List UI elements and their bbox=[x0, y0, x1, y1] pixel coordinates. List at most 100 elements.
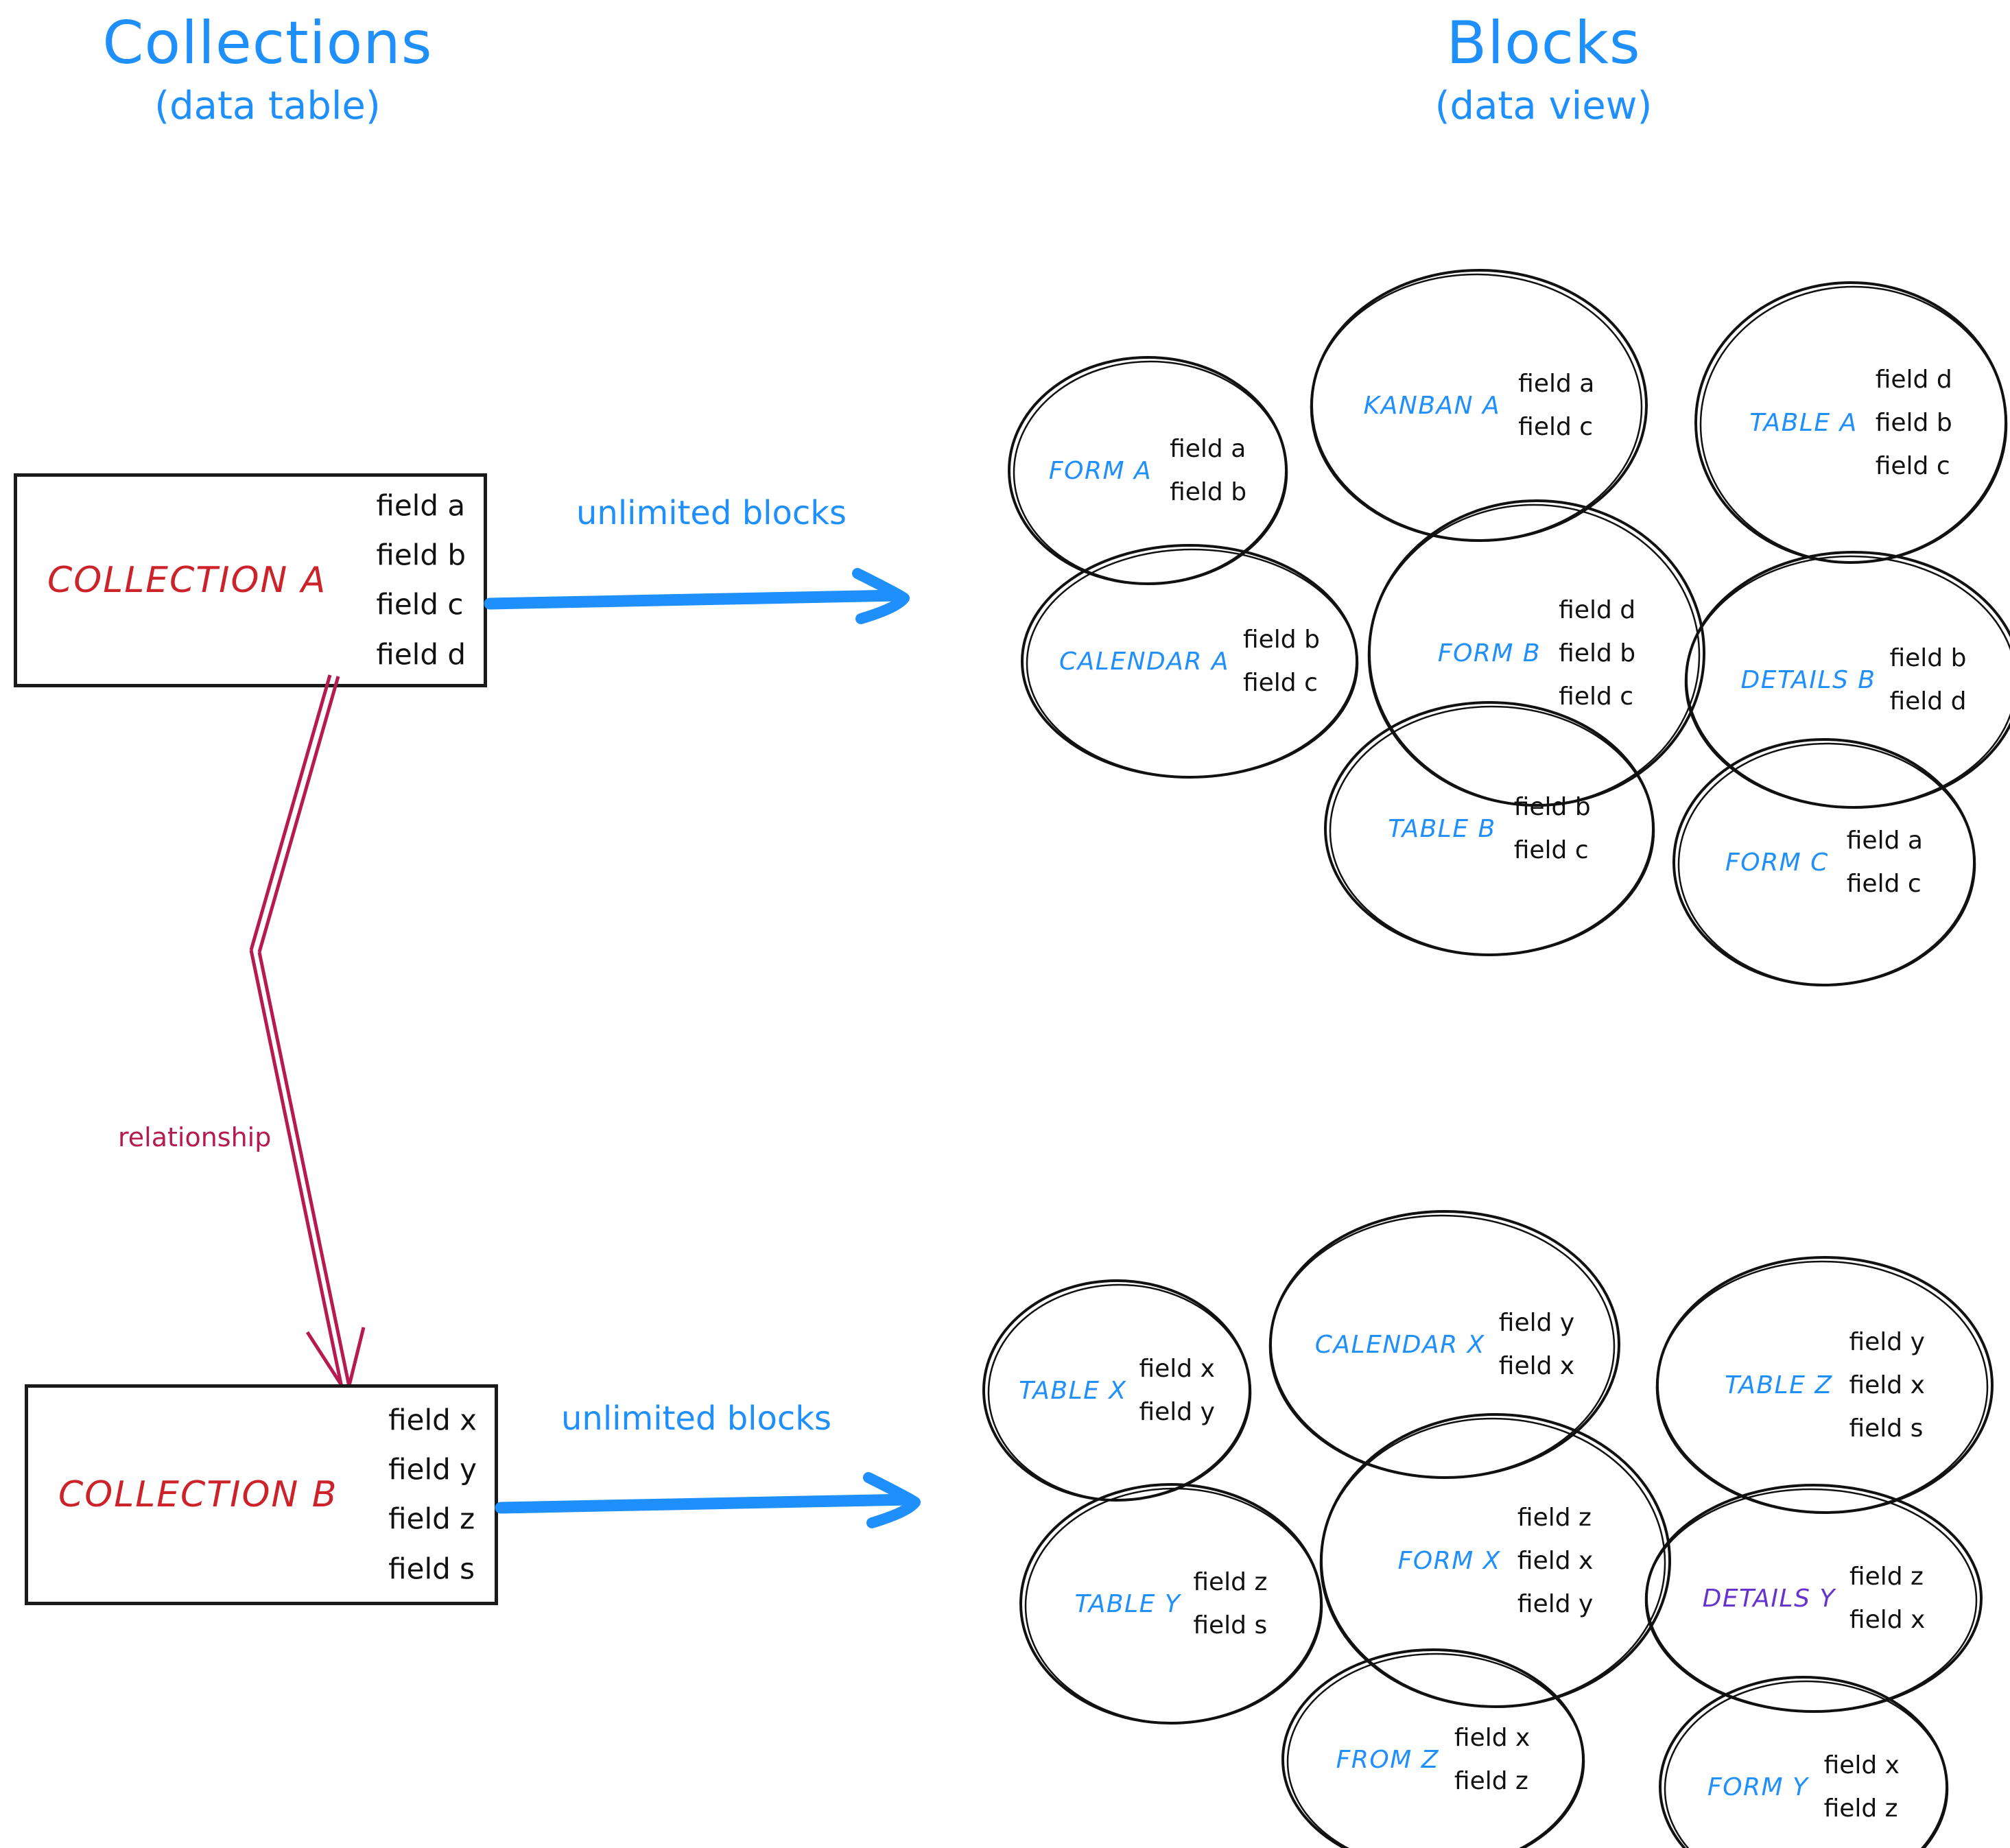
block-label: TABLE B bbox=[1388, 814, 1496, 843]
collection-b-name: COLLECTION B bbox=[58, 1474, 338, 1515]
ellipse-outline bbox=[1659, 1676, 1949, 1848]
block-field: field b bbox=[1242, 626, 1320, 654]
collection-a-field: field d bbox=[376, 637, 466, 672]
ellipse-outline bbox=[982, 1279, 1252, 1502]
blocks-subtitle: (data view) bbox=[1434, 84, 1653, 129]
collection-a-box[interactable]: COLLECTION A field a field b field c fie… bbox=[14, 473, 487, 687]
block-fields: field x field z bbox=[1824, 1744, 1900, 1830]
block-fields: field z field x bbox=[1849, 1555, 1925, 1642]
ellipse-outline bbox=[1319, 1413, 1671, 1708]
block-field: field x bbox=[1849, 1371, 1925, 1399]
block-label: FORM X bbox=[1397, 1546, 1501, 1575]
block-label: TABLE A bbox=[1749, 408, 1858, 437]
collection-b-field: field z bbox=[388, 1502, 475, 1536]
block-fields: field z field s bbox=[1193, 1561, 1267, 1647]
block-fields: field b field c bbox=[1514, 785, 1591, 872]
block-field: field c bbox=[1559, 682, 1634, 711]
ellipse-outline bbox=[1694, 281, 2008, 564]
block-field: field z bbox=[1193, 1568, 1268, 1596]
ellipse-outline bbox=[1655, 1256, 1994, 1514]
block-fields: field d field b field c bbox=[1559, 589, 1635, 718]
block-field: field b bbox=[1889, 644, 1967, 672]
collection-b-fields: field x field y field z field s bbox=[388, 1396, 477, 1594]
block-fields: field z field x field y bbox=[1517, 1496, 1593, 1626]
block-field: field c bbox=[1242, 669, 1318, 697]
block-fields: field x field z bbox=[1454, 1716, 1530, 1803]
block-table-y[interactable]: TABLE Y field z field s bbox=[1017, 1480, 1325, 1727]
ellipse-outline bbox=[1672, 738, 1976, 986]
block-field: field s bbox=[1849, 1414, 1924, 1443]
block-fields: field b field d bbox=[1889, 637, 1966, 723]
block-kanban-a[interactable]: KANBAN A field a field c bbox=[1308, 266, 1651, 545]
block-from-z[interactable]: FROM Z field x field z bbox=[1279, 1646, 1587, 1848]
block-form-a[interactable]: FORM A field a field b bbox=[1006, 354, 1290, 587]
collection-b-field: field x bbox=[388, 1403, 477, 1437]
block-details-y[interactable]: DETAILS Y field z field x bbox=[1642, 1482, 1985, 1715]
block-field: field z bbox=[1823, 1794, 1898, 1823]
block-field: field a bbox=[1170, 435, 1246, 463]
block-field: field x bbox=[1849, 1606, 1926, 1634]
block-field: field a bbox=[1846, 827, 1923, 855]
block-label: DETAILS B bbox=[1740, 665, 1876, 694]
ellipse-outline bbox=[1281, 1648, 1585, 1848]
block-field: field b bbox=[1559, 639, 1636, 667]
collection-a-fields: field a field b field c field d bbox=[376, 482, 466, 680]
collection-b-field: field s bbox=[388, 1552, 475, 1586]
block-field: field y bbox=[1517, 1589, 1594, 1618]
ellipse-outline bbox=[1367, 499, 1705, 807]
block-table-b[interactable]: TABLE B field b field c bbox=[1321, 698, 1657, 959]
block-form-x[interactable]: FORM X field z field x field y bbox=[1317, 1410, 1674, 1711]
ellipse-outline bbox=[1324, 701, 1655, 956]
block-label: FROM Z bbox=[1336, 1745, 1439, 1774]
unlimited-blocks-arrow-a bbox=[484, 568, 910, 624]
block-field: field s bbox=[1193, 1611, 1268, 1639]
blocks-heading: Blocks (data view) bbox=[1317, 12, 1770, 127]
block-form-y[interactable]: FORM Y field x field z bbox=[1656, 1674, 1951, 1848]
block-fields: field d field b field c bbox=[1876, 358, 1952, 488]
block-field: field x bbox=[1498, 1352, 1575, 1380]
ellipse-outline bbox=[1019, 1483, 1323, 1725]
block-table-x[interactable]: TABLE X field x field y bbox=[980, 1277, 1254, 1504]
block-label: TABLE Z bbox=[1725, 1371, 1833, 1399]
block-table-a[interactable]: TABLE A field d field b field c bbox=[1692, 279, 2010, 567]
block-field: field d bbox=[1875, 365, 1952, 394]
block-calendar-a[interactable]: CALENDAR A field b field c bbox=[1018, 542, 1361, 781]
blocks-title: Blocks bbox=[1446, 9, 1641, 78]
block-field: field y bbox=[1498, 1309, 1575, 1337]
block-field: field c bbox=[1875, 451, 1950, 480]
block-form-c[interactable]: FORM C field a field c bbox=[1670, 735, 1978, 989]
block-field: field b bbox=[1513, 793, 1591, 821]
block-fields: field x field y bbox=[1139, 1347, 1214, 1434]
relationship-connector bbox=[249, 674, 366, 1395]
unlimited-blocks-label-b: unlimited blocks bbox=[561, 1399, 832, 1438]
ellipse-outline bbox=[1021, 544, 1359, 779]
block-label: FORM B bbox=[1437, 639, 1541, 667]
block-field: field c bbox=[1846, 870, 1922, 898]
collection-b-box[interactable]: COLLECTION B field x field y field z fie… bbox=[25, 1384, 498, 1605]
block-field: field x bbox=[1823, 1751, 1900, 1779]
block-details-b[interactable]: DETAILS B field b field d bbox=[1682, 549, 2010, 811]
collection-a-field: field a bbox=[376, 488, 466, 523]
block-table-z[interactable]: TABLE Z field y field x field s bbox=[1653, 1254, 1996, 1516]
block-field: field a bbox=[1518, 370, 1595, 398]
block-field: field b bbox=[1875, 408, 1952, 437]
block-label: FORM C bbox=[1725, 848, 1829, 877]
ellipse-outline bbox=[1644, 1484, 1983, 1713]
collection-a-name: COLLECTION A bbox=[47, 560, 327, 601]
block-label: KANBAN A bbox=[1363, 391, 1501, 420]
relationship-label: relationship bbox=[118, 1122, 272, 1152]
unlimited-blocks-label-a: unlimited blocks bbox=[576, 494, 847, 532]
block-calendar-x[interactable]: CALENDAR X field y field x bbox=[1266, 1207, 1623, 1482]
block-field: field x bbox=[1517, 1546, 1594, 1575]
block-fields: field y field x bbox=[1499, 1301, 1574, 1388]
block-label: FORM Y bbox=[1707, 1773, 1809, 1801]
collections-subtitle: (data table) bbox=[154, 84, 381, 129]
ellipse-outline bbox=[1268, 1210, 1620, 1479]
block-form-b[interactable]: FORM B field d field b field c bbox=[1365, 497, 1708, 809]
ellipse-outline bbox=[1684, 551, 2010, 809]
block-label: TABLE X bbox=[1019, 1376, 1127, 1405]
block-fields: field a field b bbox=[1170, 427, 1246, 514]
collections-title: Collections bbox=[102, 9, 433, 78]
collection-a-field: field c bbox=[376, 588, 464, 621]
